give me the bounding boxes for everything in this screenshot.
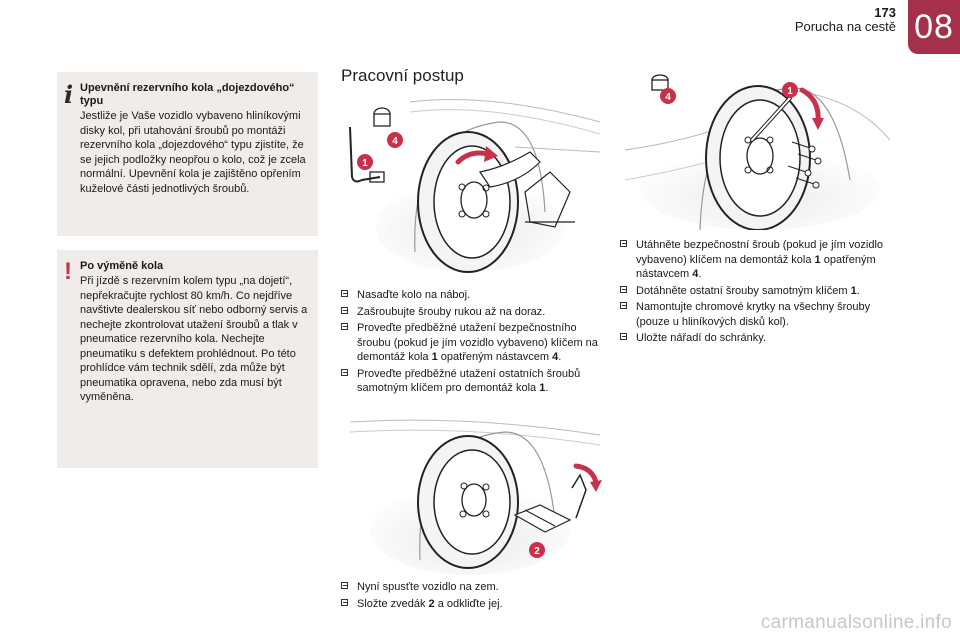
- step-item: Nasaďte kolo na náboj.: [341, 288, 609, 303]
- step-text: Uložte nářadí do schránky.: [636, 332, 767, 344]
- step-reference: 1: [431, 351, 438, 363]
- step-reference: 4: [692, 268, 699, 280]
- checkbox-icon: [341, 598, 348, 606]
- step-text: Zašroubujte šrouby rukou až na doraz.: [357, 305, 546, 318]
- watermark: carmanualsonline.info: [760, 612, 952, 633]
- steps-group-3: Utáhněte bezpečnostní šroub (pokud je jí…: [620, 238, 900, 348]
- step-text: Proveďte předběžné utažení ostatních šro…: [357, 367, 581, 395]
- warning-note-title: Po výměně kola: [80, 260, 164, 272]
- info-note: i Upevnění rezervního kola „dojezdového“…: [57, 72, 318, 236]
- step-item: Uložte nářadí do schránky.: [620, 331, 900, 346]
- chapter-title: Porucha na cestě: [794, 19, 896, 34]
- checkbox-icon: [341, 290, 348, 297]
- callout-1: 1: [362, 158, 368, 169]
- tightening-bolts-illustration: 4 1: [620, 70, 900, 231]
- step-reference: 1: [850, 284, 857, 297]
- section-title: Pracovní postup: [341, 66, 464, 85]
- checkbox-icon: [341, 582, 348, 589]
- step-item: Nyní spusťte vozidlo na zem.: [341, 580, 609, 595]
- callout-2: 2: [534, 546, 540, 557]
- info-icon: i: [64, 80, 74, 109]
- info-note-body: Jestliže je Vaše vozidlo vybaveno hliník…: [80, 110, 306, 195]
- checkbox-icon: [341, 368, 348, 376]
- callout-4b: 4: [665, 92, 671, 103]
- step-text: Nyní spusťte vozidlo na zem.: [357, 581, 499, 593]
- step-text: a odkliďte jej.: [434, 597, 503, 610]
- steps-group-1: Nasaďte kolo na náboj. Zašroubujte šrouby…: [341, 288, 609, 398]
- warning-note-body: Při jízdě s rezervním kolem typu „na doj…: [80, 275, 308, 403]
- checkbox-icon: [620, 333, 627, 340]
- step-text: .: [856, 284, 860, 297]
- step-text: Složte zvedák: [357, 597, 429, 610]
- checkbox-icon: [620, 302, 627, 309]
- checkbox-icon: [341, 323, 348, 330]
- step-text: .: [698, 268, 702, 280]
- lowering-jack-illustration: 2: [340, 410, 610, 575]
- checkbox-icon: [620, 240, 627, 247]
- step-text: Namontujte chromové krytky na všechny šr…: [636, 301, 871, 328]
- step-text: Utáhněte bezpečnostní šroub (pokud je jí…: [636, 239, 884, 266]
- step-reference: 4: [552, 351, 559, 363]
- steps-group-2: Nyní spusťte vozidlo na zem. Složte zvedá…: [341, 580, 609, 613]
- step-item: Složte zvedák 2 a odkliďte jej.: [341, 597, 609, 612]
- info-note-title: Upevnění rezervního kola „dojezdového“ t…: [80, 82, 295, 107]
- step-text: .: [545, 382, 549, 394]
- step-text: Nasaďte kolo na náboj.: [357, 289, 471, 301]
- step-item: Proveďte předběžné utažení ostatních šro…: [341, 367, 609, 396]
- step-item: Zašroubujte šrouby rukou až na doraz.: [341, 305, 609, 320]
- step-text: Proveďte předběžné utažení bezpečnostníh…: [357, 322, 598, 363]
- checkbox-icon: [620, 285, 627, 293]
- step-text: .: [558, 351, 562, 363]
- step-text: opatřeným nástavcem: [437, 351, 553, 363]
- wheel-mounting-illustration: 1 4: [340, 92, 610, 274]
- page-number: 173: [874, 5, 896, 20]
- step-reference: 1: [814, 253, 821, 266]
- chapter-tab: 08: [908, 0, 960, 54]
- step-text: Dotáhněte ostatní šrouby samotným klíčem: [636, 284, 851, 297]
- step-text: opatřeným nástavcem: [636, 253, 876, 281]
- page-header: 173 Porucha na cestě 08: [0, 0, 960, 70]
- warning-icon: !: [64, 258, 72, 285]
- step-item: Proveďte předběžné utažení bezpečnostníh…: [341, 321, 609, 365]
- step-item: Namontujte chromové krytky na všechny šr…: [620, 300, 900, 329]
- step-reference: 2: [428, 597, 435, 610]
- callout-4: 4: [392, 136, 398, 147]
- step-reference: 1: [539, 382, 546, 394]
- step-item: Dotáhněte ostatní šrouby samotným klíčem…: [620, 284, 900, 299]
- warning-note: ! Po výměně kola Při jízdě s rezervním k…: [57, 250, 318, 468]
- checkbox-icon: [341, 306, 348, 314]
- step-item: Utáhněte bezpečnostní šroub (pokud je jí…: [620, 238, 900, 282]
- callout-1b: 1: [787, 86, 793, 97]
